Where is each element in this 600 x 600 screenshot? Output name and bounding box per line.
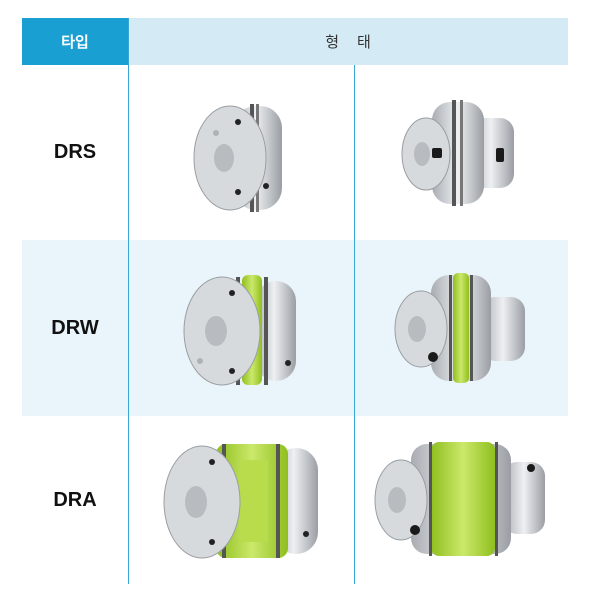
column-divider: [128, 18, 129, 584]
coupling-drw-clamp-icon: [354, 240, 568, 416]
row-drs: DRS: [22, 65, 568, 240]
header-type: 타입: [22, 18, 128, 65]
row-drw: DRW: [22, 240, 568, 416]
row-dra: DRA: [22, 416, 568, 584]
coupling-drs-front-icon: [128, 65, 354, 240]
column-divider: [354, 65, 355, 584]
coupling-drw-front-icon: [128, 240, 354, 416]
coupling-drs-clamp-icon: [354, 65, 568, 240]
coupling-type-table: 타입 형태 DRS: [22, 18, 568, 584]
coupling-dra-front-icon: [128, 416, 354, 584]
row-label: DRA: [53, 488, 97, 511]
coupling-dra-clamp-icon: [354, 416, 568, 584]
row-label: DRW: [51, 316, 99, 339]
row-label: DRS: [53, 141, 97, 163]
header-form: 형태: [128, 18, 568, 65]
